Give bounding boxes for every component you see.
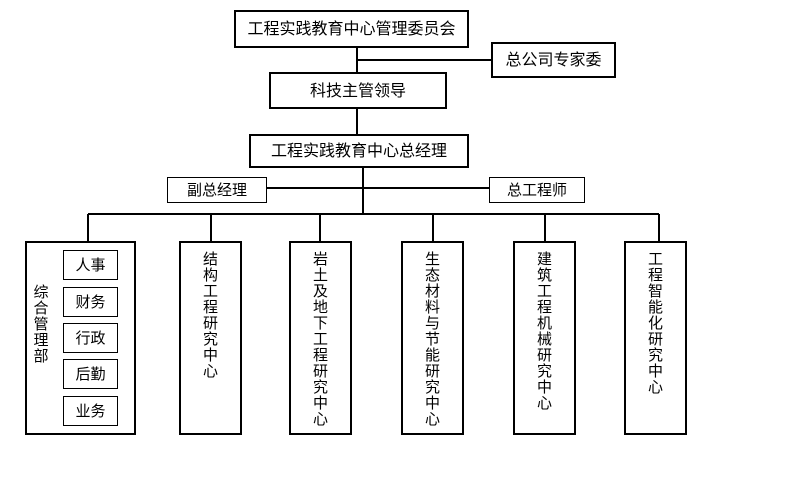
vertical-label-char: 岩	[312, 250, 328, 268]
tech-leader-label: 科技主管领导	[309, 80, 406, 100]
vertical-label-char: 心	[202, 362, 218, 380]
vertical-label-char: 程	[312, 346, 328, 364]
tech-leader-box: 科技主管领导	[269, 72, 447, 109]
vertical-label-char: 理	[33, 331, 49, 349]
deputy-gm-box: 副总经理	[167, 177, 267, 203]
vertical-label-char: 研	[312, 362, 328, 380]
chief-engineer-label: 总工程师	[506, 180, 567, 199]
chief-engineer-box: 总工程师	[489, 177, 585, 203]
vertical-label-char: 生	[424, 250, 440, 268]
admin-unit-business-label: 业务	[75, 401, 106, 420]
vertical-label-char: 结	[202, 250, 218, 268]
admin-unit-finance-label: 财务	[75, 292, 106, 311]
vertical-label-char: 管	[33, 315, 49, 333]
vertical-label-char: 筑	[536, 266, 552, 284]
vertical-label-char: 究	[202, 330, 218, 348]
vertical-label-char: 究	[424, 378, 440, 396]
research-center-geotechnical-label: 岩土及地下工程研究中心	[291, 251, 350, 427]
vertical-label-char: 心	[536, 394, 552, 412]
vertical-label-char: 构	[202, 266, 218, 284]
experts-label: 总公司专家委	[505, 50, 602, 69]
vertical-label-char: 心	[424, 410, 440, 428]
research-center-intelligent-engineering-label: 工程智能化研究中心	[626, 251, 685, 395]
vertical-label-char: 化	[647, 314, 663, 332]
vertical-label-char: 态	[424, 266, 440, 284]
admin-unit-finance: 财务	[63, 287, 118, 317]
research-center-structural-label: 结构工程研究中心	[181, 251, 240, 379]
vertical-label-char: 工	[202, 282, 218, 300]
experts-box: 总公司专家委	[491, 42, 616, 78]
vertical-label-char: 能	[647, 298, 663, 316]
vertical-label-char: 中	[312, 394, 328, 412]
admin-unit-logistics: 后勤	[63, 359, 118, 389]
general-manager-box: 工程实践教育中心总经理	[249, 134, 469, 168]
vertical-label-char: 工	[647, 250, 663, 268]
admin-unit-business: 业务	[63, 396, 118, 426]
deputy-gm-label: 副总经理	[186, 180, 247, 199]
vertical-label-char: 究	[647, 346, 663, 364]
committee-label: 工程实践教育中心管理委员会	[247, 19, 456, 38]
general-manager-label: 工程实践教育中心总经理	[270, 141, 447, 160]
vertical-label-char: 及	[312, 282, 328, 300]
vertical-label-char: 械	[536, 330, 552, 348]
vertical-label-char: 研	[424, 362, 440, 380]
vertical-label-char: 工	[536, 282, 552, 300]
research-center-structural: 结构工程研究中心	[179, 241, 242, 435]
vertical-label-char: 研	[536, 346, 552, 364]
admin-unit-hr: 人事	[63, 250, 118, 280]
admin-unit-administration: 行政	[63, 323, 118, 353]
vertical-label-char: 工	[312, 330, 328, 348]
vertical-label-char: 智	[647, 282, 663, 300]
vertical-label-char: 部	[33, 347, 49, 365]
vertical-label-char: 中	[536, 378, 552, 396]
research-center-intelligent-engineering: 工程智能化研究中心	[624, 241, 687, 435]
vertical-label-char: 程	[202, 298, 218, 316]
research-center-geotechnical: 岩土及地下工程研究中心	[289, 241, 352, 435]
vertical-label-char: 综	[33, 283, 49, 301]
vertical-label-char: 与	[424, 314, 440, 332]
vertical-label-char: 程	[536, 298, 552, 316]
vertical-label-char: 下	[312, 314, 328, 332]
admin-unit-hr-label: 人事	[75, 255, 106, 274]
committee-box: 工程实践教育中心管理委员会	[234, 10, 469, 48]
vertical-label-char: 中	[647, 362, 663, 380]
vertical-label-char: 心	[647, 378, 663, 396]
vertical-label-char: 中	[424, 394, 440, 412]
vertical-label-char: 节	[424, 330, 440, 348]
vertical-label-char: 研	[202, 314, 218, 332]
vertical-label-char: 机	[536, 314, 552, 332]
research-center-construction-machinery: 建筑工程机械研究中心	[513, 241, 576, 435]
admin-dept-name: 综合管理部	[27, 284, 55, 364]
vertical-label-char: 材	[424, 282, 440, 300]
vertical-label-char: 程	[647, 266, 663, 284]
vertical-label-char: 地	[312, 298, 328, 316]
vertical-label-char: 土	[312, 266, 328, 284]
vertical-label-char: 建	[536, 250, 552, 268]
vertical-label-char: 究	[536, 362, 552, 380]
vertical-label-char: 究	[312, 378, 328, 396]
vertical-label-char: 料	[424, 298, 440, 316]
vertical-label-char: 心	[312, 410, 328, 428]
vertical-label-char: 中	[202, 346, 218, 364]
research-center-eco-materials-label: 生态材料与节能研究中心	[403, 251, 462, 427]
research-center-construction-machinery-label: 建筑工程机械研究中心	[515, 251, 574, 411]
vertical-label-char: 研	[647, 330, 663, 348]
vertical-label-char: 合	[33, 299, 49, 317]
admin-unit-logistics-label: 后勤	[75, 364, 106, 383]
research-center-eco-materials: 生态材料与节能研究中心	[401, 241, 464, 435]
admin-unit-administration-label: 行政	[75, 328, 106, 347]
vertical-label-char: 能	[424, 346, 440, 364]
